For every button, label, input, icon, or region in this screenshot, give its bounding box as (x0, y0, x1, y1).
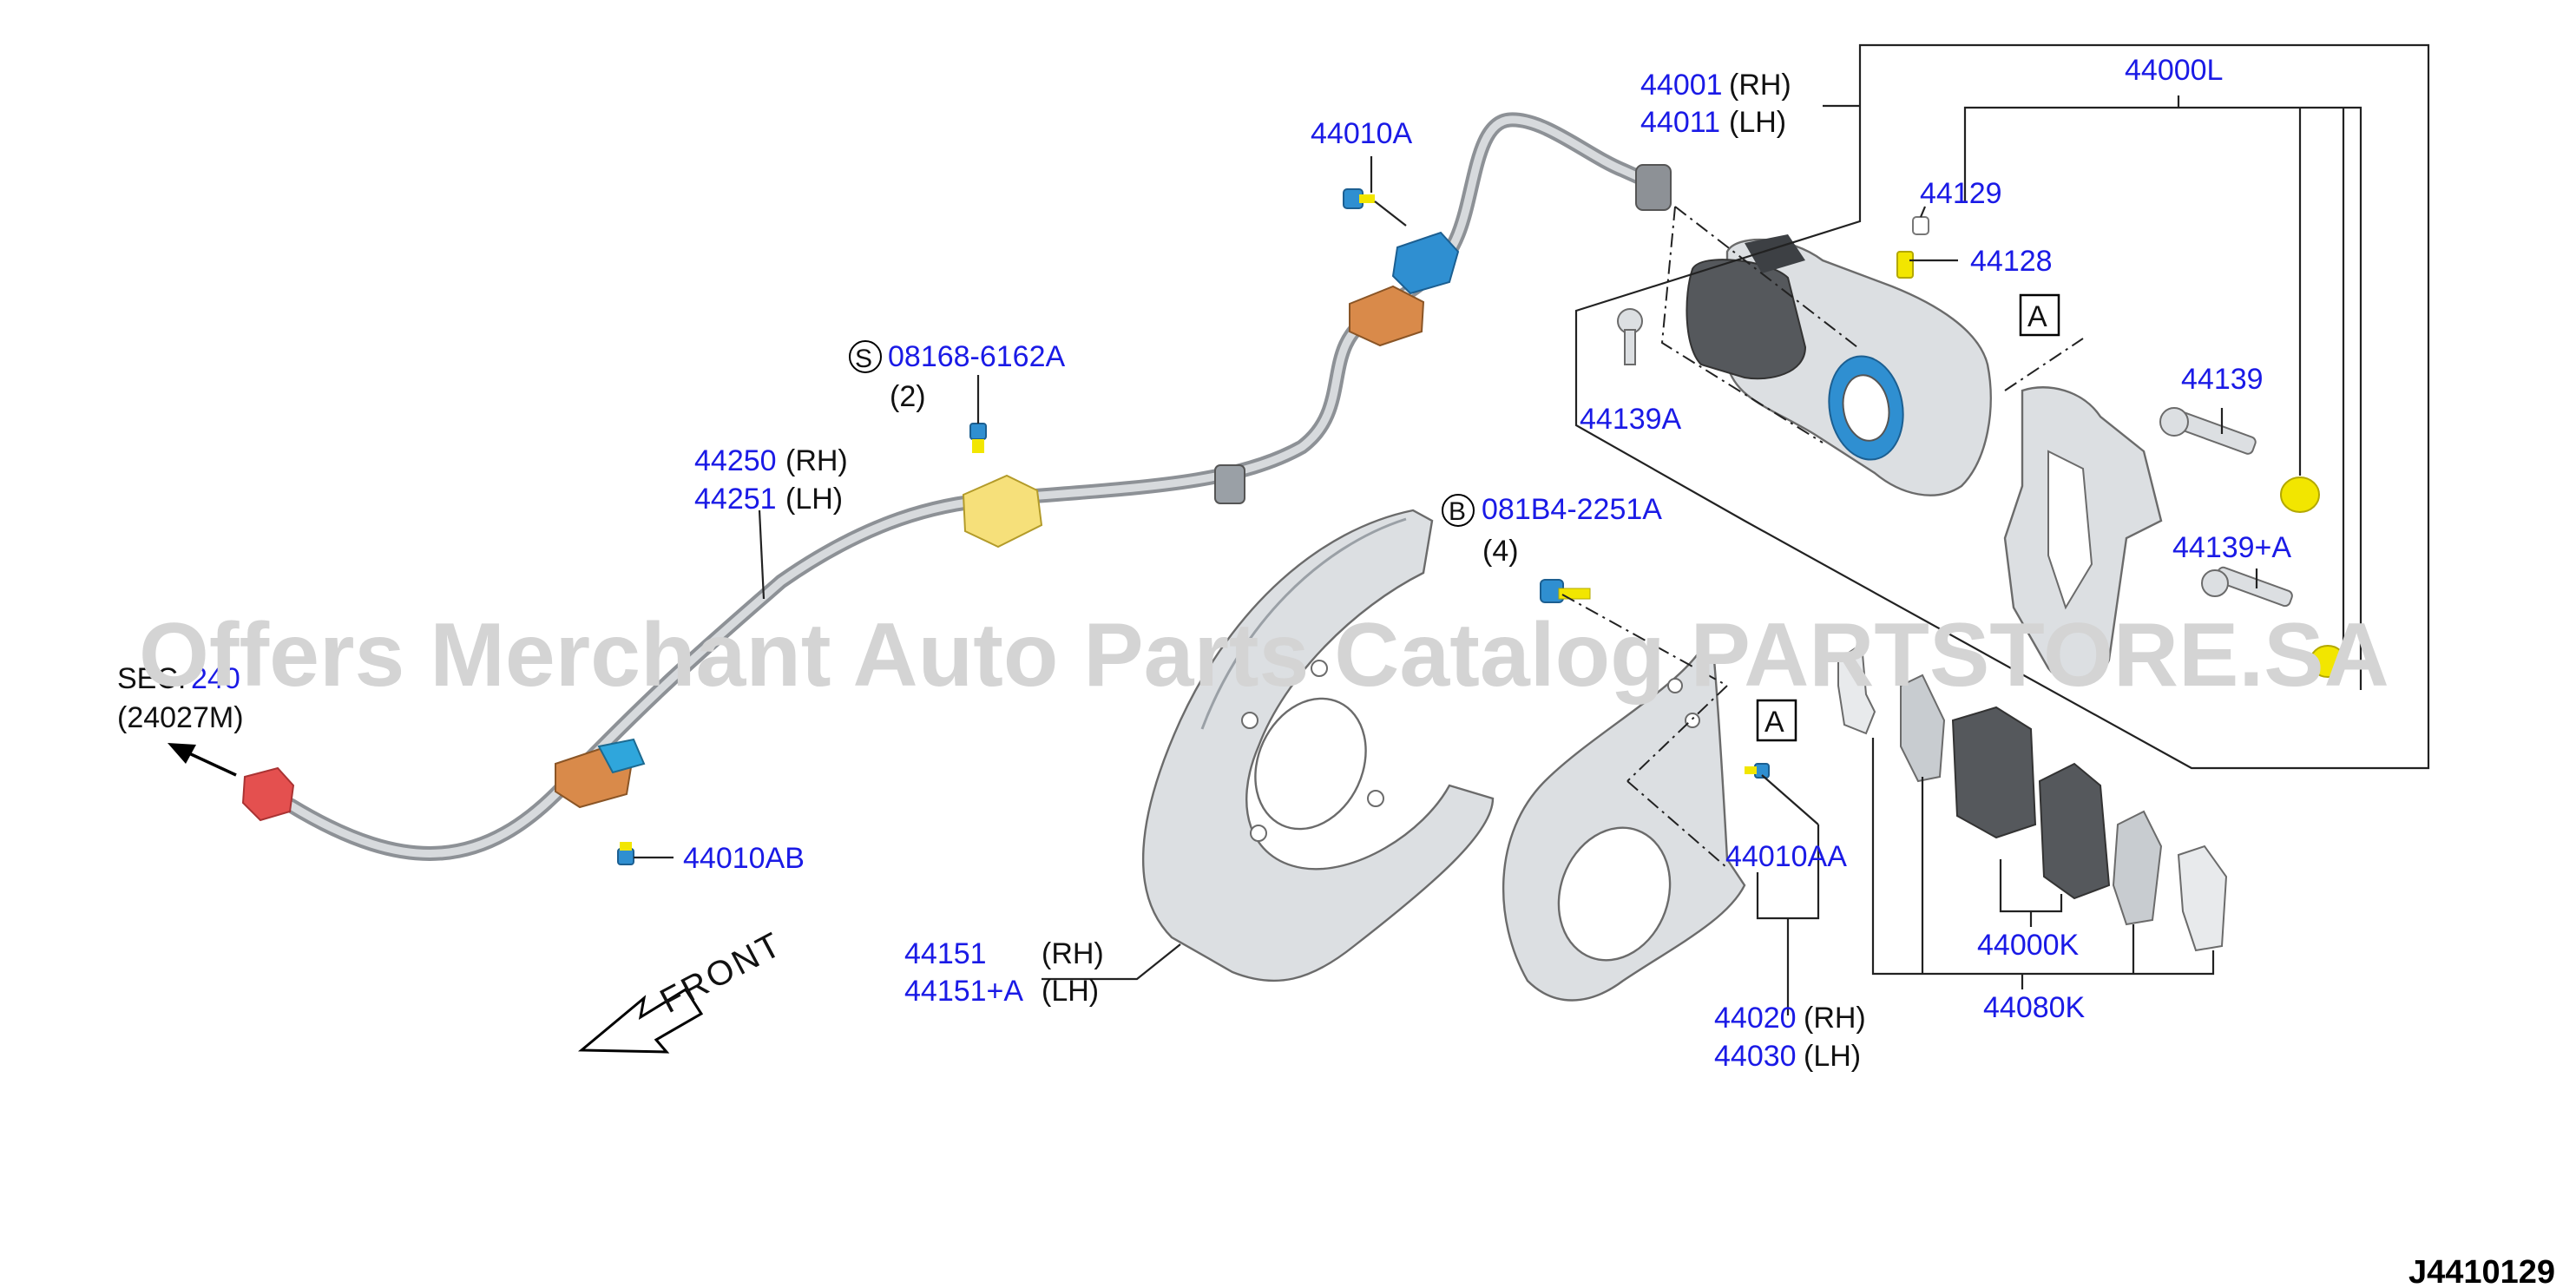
bolt-081B4-2251A (1540, 579, 1591, 603)
label-081B4-qty: (4) (1482, 535, 1519, 568)
label-081B4-2251A[interactable]: 081B4-2251A (1482, 493, 1662, 526)
hose-end-connector (241, 766, 295, 822)
label-44011-side: (LH) (1729, 106, 1786, 139)
bleeder-cap-44129 (1912, 216, 1929, 235)
brake-pad-inner (1951, 706, 2037, 839)
dust-shield-44151 (1141, 509, 1495, 982)
boot-yellow-upper (2280, 476, 2320, 513)
leader-lines (634, 43, 2430, 1015)
hose-clip-upper (1349, 231, 1460, 347)
label-44080K[interactable]: 44080K (1983, 991, 2086, 1024)
label-44001[interactable]: 44001 (1640, 69, 1723, 102)
label-44000L[interactable]: 44000L (2125, 54, 2223, 87)
label-44151-side: (RH) (1042, 937, 1104, 970)
brake-caliper-44001 (1686, 234, 1992, 496)
bolt-44139A (1617, 308, 1643, 365)
ref-a-lower: A (1764, 706, 1784, 739)
label-44129[interactable]: 44129 (1920, 177, 2002, 210)
ref-a-upper: A (2027, 300, 2047, 333)
label-44151pA[interactable]: 44151+A (904, 975, 1023, 1008)
circle-b-icon: B (1442, 494, 1475, 527)
front-direction-indicator: FRONT (577, 924, 790, 1054)
pad-clip-right (2177, 844, 2228, 952)
guide-pin-44139 (2159, 407, 2257, 455)
label-44030[interactable]: 44030 (1714, 1040, 1797, 1073)
label-08168-qty: (2) (890, 380, 926, 413)
label-sec-240[interactable]: 240 (191, 662, 240, 695)
label-44011[interactable]: 44011 (1640, 106, 1720, 139)
label-44010A[interactable]: 44010A (1311, 117, 1413, 150)
label-44139[interactable]: 44139 (2181, 363, 2264, 396)
bolt-44010A (1343, 188, 1375, 209)
part-labels: 44001 (RH) 44011 (LH) 44000L 44010A 4412… (117, 54, 2291, 1073)
label-44001-side: (RH) (1729, 69, 1791, 102)
front-label: FRONT (654, 924, 790, 1021)
brake-pad-outer (2038, 762, 2111, 900)
arrow-left-down-icon (168, 743, 237, 777)
caliper-support-bracket (2003, 386, 2163, 684)
hose-clip-left (555, 738, 646, 809)
label-44250[interactable]: 44250 (694, 444, 777, 477)
boot-yellow-lower (2310, 645, 2346, 678)
diagram-id: J4410129 (2408, 1254, 2555, 1288)
s-symbol: S (855, 345, 872, 373)
label-sec-prefix: SEC. (117, 662, 186, 695)
label-44030-side: (LH) (1804, 1040, 1861, 1073)
label-44020-side: (RH) (1804, 1002, 1866, 1035)
guide-pin-44139pA (2201, 566, 2293, 608)
label-44010AA[interactable]: 44010AA (1725, 840, 1847, 873)
label-44251[interactable]: 44251 (694, 483, 777, 516)
bolt-44010AB (617, 842, 634, 865)
watermark-text: Offers Merchant Auto Parts Catalog PARTS… (139, 605, 2389, 706)
b-symbol: B (1449, 497, 1466, 526)
label-44250-side: (RH) (785, 444, 848, 477)
pad-shim-right (2112, 810, 2163, 926)
circle-s-icon: S (849, 340, 882, 373)
bleeder-screw-44128 (1896, 251, 1914, 279)
bolt-08168-6162A (969, 423, 987, 453)
label-44151pA-side: (LH) (1042, 975, 1099, 1008)
boxed-a-icon: A (1756, 699, 1797, 742)
label-44251-side: (LH) (785, 483, 843, 516)
label-sec-sub: (24027M) (117, 701, 244, 734)
bolt-44010AA (1745, 763, 1770, 779)
hose-clip-middle (962, 474, 1043, 549)
pad-shim-left (1900, 674, 1946, 783)
label-44010AB[interactable]: 44010AB (683, 842, 805, 875)
label-44139A[interactable]: 44139A (1580, 403, 1682, 436)
label-44139pA[interactable]: 44139+A (2172, 531, 2291, 564)
pad-clip-left (1837, 642, 1876, 735)
label-44151[interactable]: 44151 (904, 937, 987, 970)
boxed-a-icon: A (2019, 293, 2060, 337)
anchor-plate-44020 (1502, 654, 1746, 1002)
label-44000K[interactable]: 44000K (1977, 929, 2080, 962)
label-08168-6162A[interactable]: 08168-6162A (888, 340, 1066, 373)
label-44128[interactable]: 44128 (1970, 245, 2053, 278)
label-44020[interactable]: 44020 (1714, 1002, 1797, 1035)
